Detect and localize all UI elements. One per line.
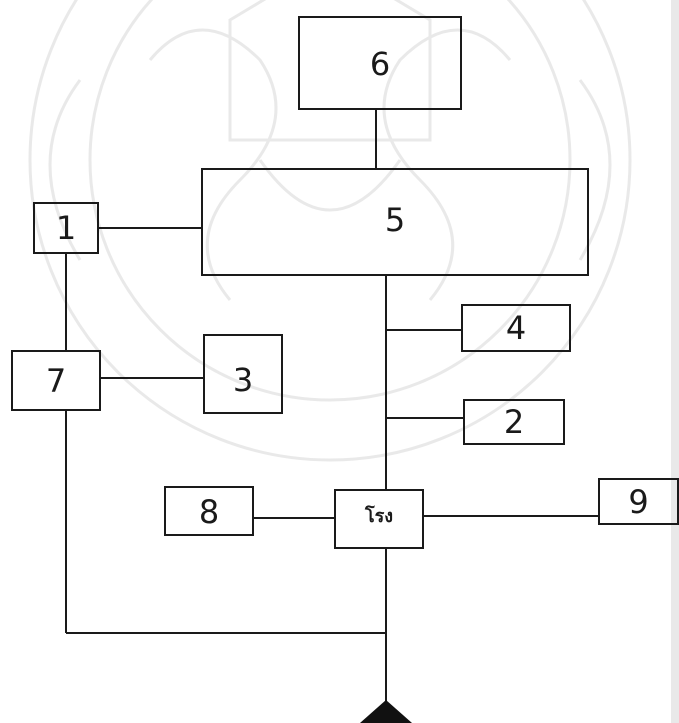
node-label-4: 4 <box>461 312 571 344</box>
node-label-1: 1 <box>33 212 99 244</box>
node-label-9: 9 <box>598 486 679 518</box>
node-label-3: 3 <box>203 364 283 396</box>
node-label-7: 7 <box>11 365 101 397</box>
node-label-8: 8 <box>164 496 254 528</box>
ground-arrow-icon <box>360 700 412 723</box>
node-label-2: 2 <box>463 406 565 438</box>
node-label-hub: โรง <box>334 508 424 526</box>
node-label-5: 5 <box>201 204 589 236</box>
node-label-6: 6 <box>298 48 462 80</box>
